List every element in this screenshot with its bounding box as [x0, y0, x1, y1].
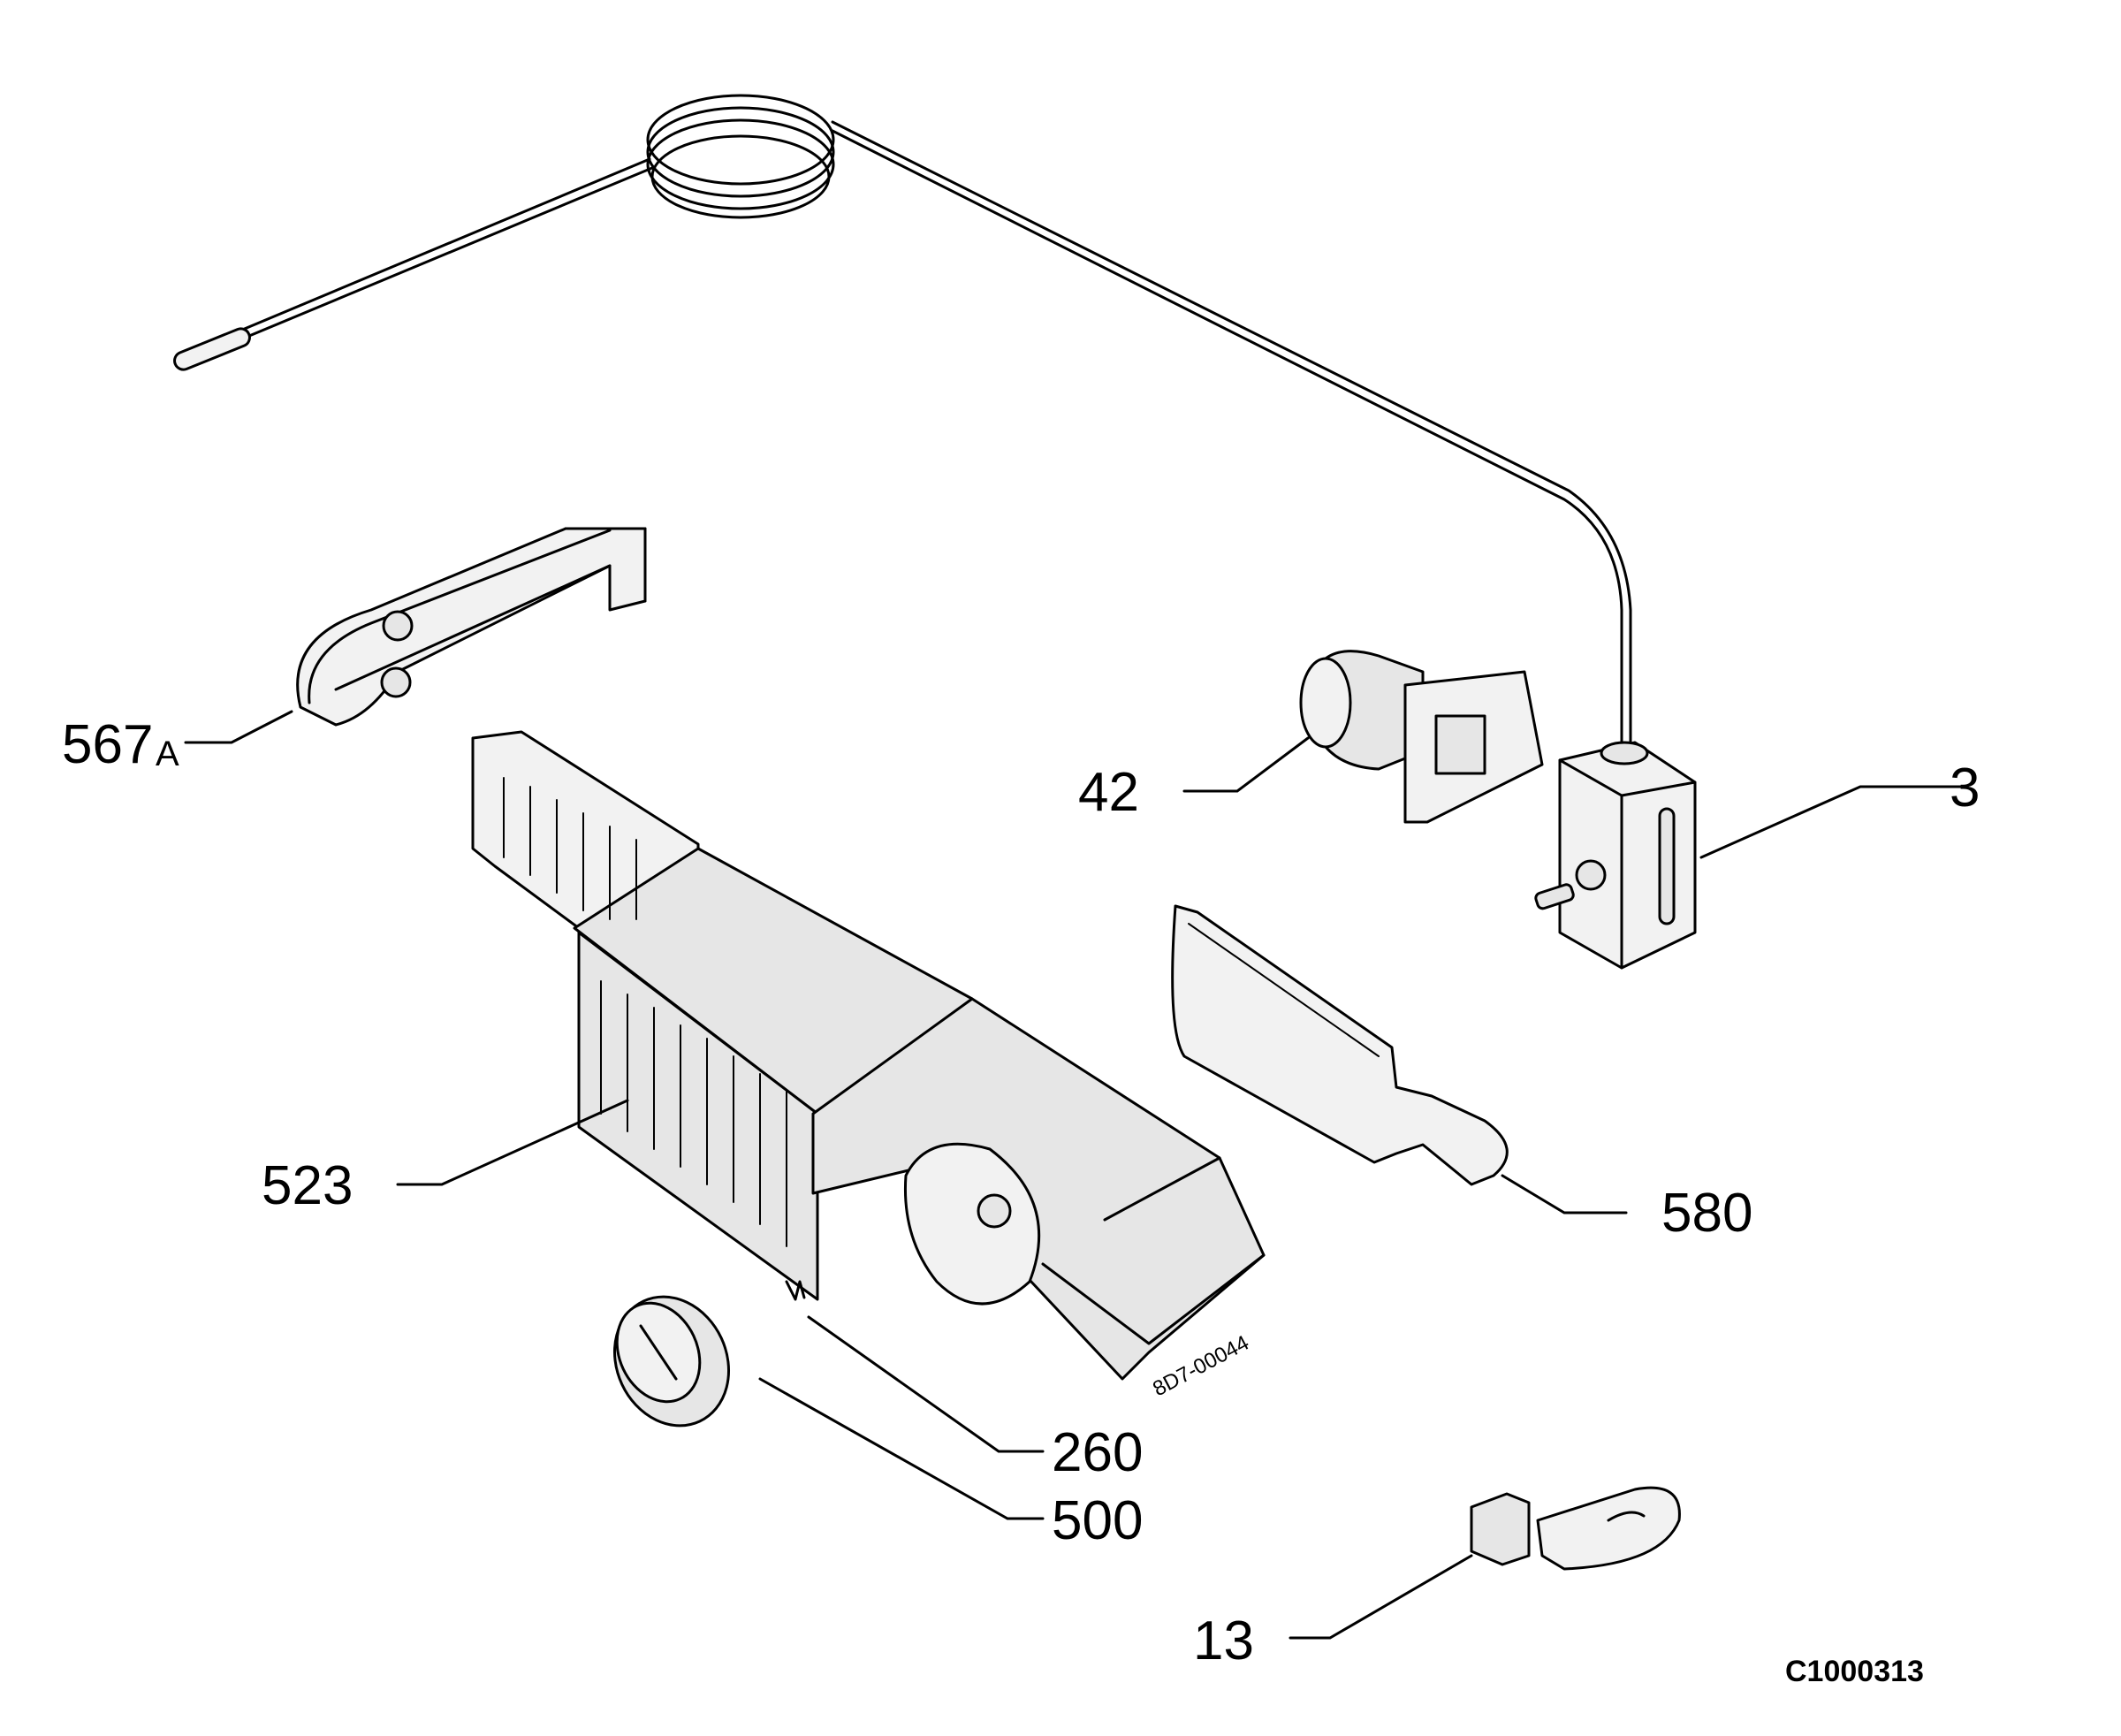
clip-part-260 — [785, 1280, 806, 1301]
knob-part-500 — [612, 1295, 731, 1428]
housing-vents — [503, 777, 787, 1247]
reference-code: C1000313 — [1785, 1655, 1924, 1688]
callout-580: 580 — [1661, 1183, 1752, 1244]
cover-plate-part-580 — [1171, 904, 1509, 1186]
housing-part-523: 8D7-00044 — [471, 730, 1266, 1402]
capillary-tube — [173, 94, 1632, 762]
callout-567a: 567 A — [62, 714, 179, 775]
callout-42: 42 — [1078, 762, 1139, 823]
callout-567: 567 — [62, 714, 153, 775]
callout-260: 260 — [1052, 1422, 1143, 1483]
fastener-part-13 — [1470, 1486, 1681, 1571]
callout-3: 3 — [1950, 758, 1980, 819]
thermostat-part-3 — [1534, 741, 1697, 970]
bracket-part-567a — [296, 527, 647, 727]
housing-stamp: 8D7-00044 — [1149, 1331, 1253, 1402]
callout-567-suffix: A — [156, 735, 179, 773]
callout-500: 500 — [1052, 1490, 1143, 1551]
callout-523: 523 — [262, 1155, 353, 1216]
leader-lines — [184, 710, 1968, 1640]
callout-13: 13 — [1193, 1610, 1254, 1671]
lamp-holder-part-42 — [1299, 650, 1544, 824]
